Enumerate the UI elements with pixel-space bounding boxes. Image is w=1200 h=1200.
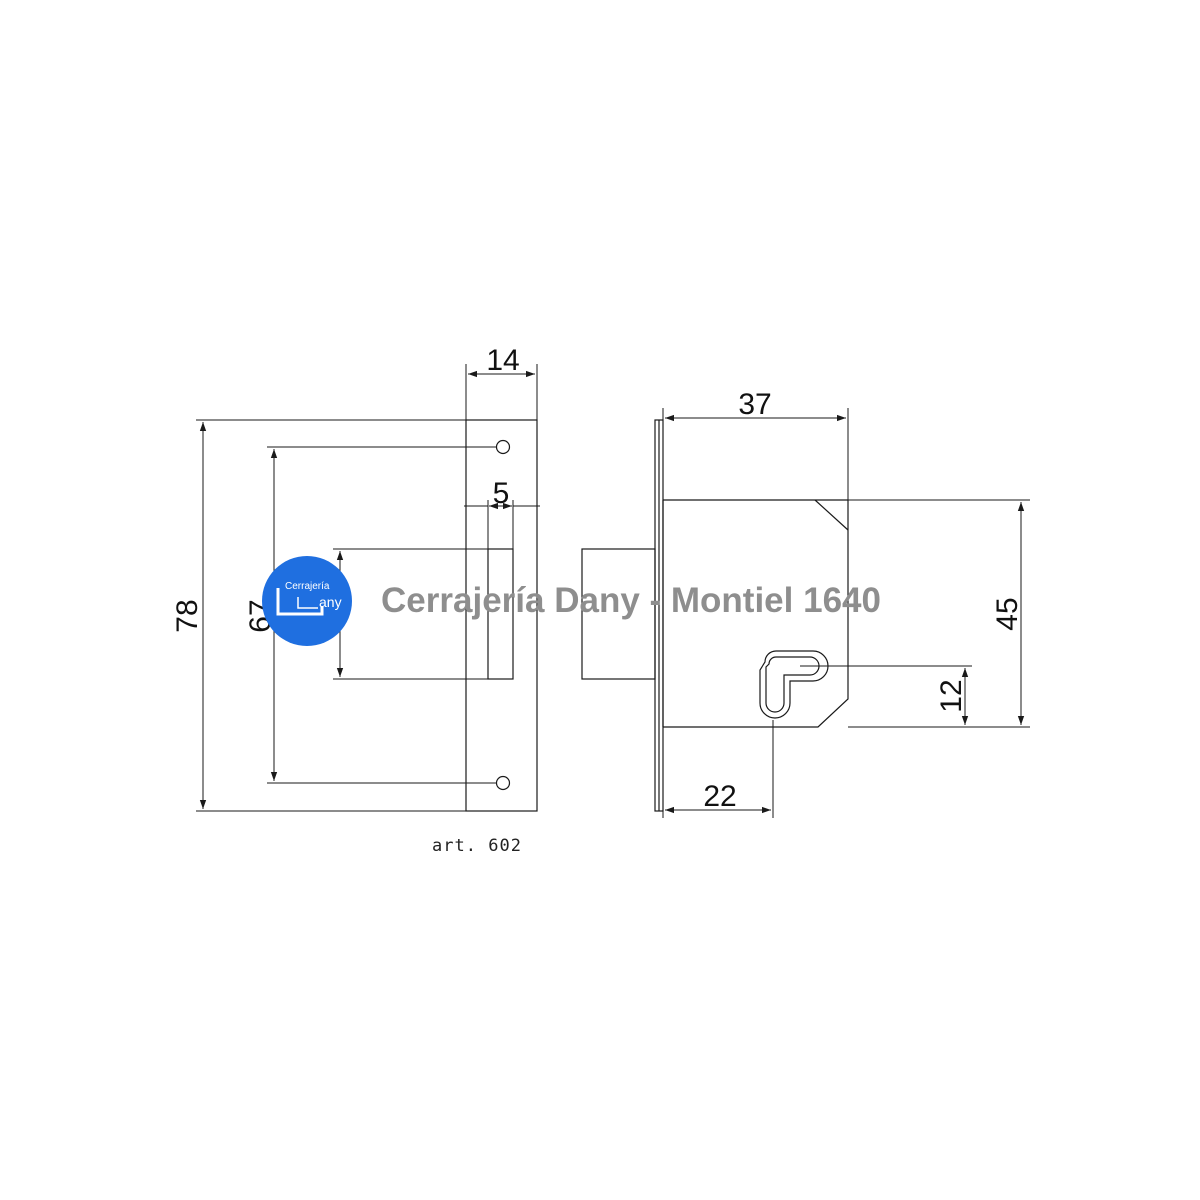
dimension-label-12: 12 [935,679,968,712]
logo-line-1: Cerrajería [285,581,330,592]
dimension-body-height: 45 [991,502,1025,725]
dimension-body-depth: 37 [665,388,846,422]
store-logo: Cerrajería any [262,556,352,646]
lock-body [663,499,849,728]
watermark-text: Cerrajería Dany - Montiel 1640 [381,581,881,620]
screw-hole-top [495,439,511,455]
dimension-key-vertical: 12 [935,668,969,725]
dimension-key-horizontal: 22 [665,780,771,814]
dimension-label-22: 22 [703,780,736,813]
side-bolt [581,548,656,680]
dimension-height-total: 78 [171,422,207,809]
key-hole-inner [765,656,820,713]
logo-line-2: any [319,594,342,610]
logo-circle [262,556,352,646]
dimension-faceplate-width: 14 [468,344,535,378]
dimension-bolt-width: 5 [464,477,540,510]
bolt-slot [487,548,514,680]
extension-lines [196,364,538,812]
side-extension-lines [662,408,1030,818]
faceplate [465,419,538,812]
side-view: 37 45 12 22 [581,388,1030,818]
logo-d-mark [276,588,324,616]
dimension-label-5: 5 [493,477,510,510]
screw-hole-bottom [495,775,511,791]
dimension-label-78: 78 [171,599,204,632]
article-caption: art. 602 [432,836,522,856]
key-hole [759,650,829,719]
dimension-label-14: 14 [486,344,519,377]
dimension-label-45: 45 [991,597,1024,630]
dimension-label-37: 37 [738,388,771,421]
